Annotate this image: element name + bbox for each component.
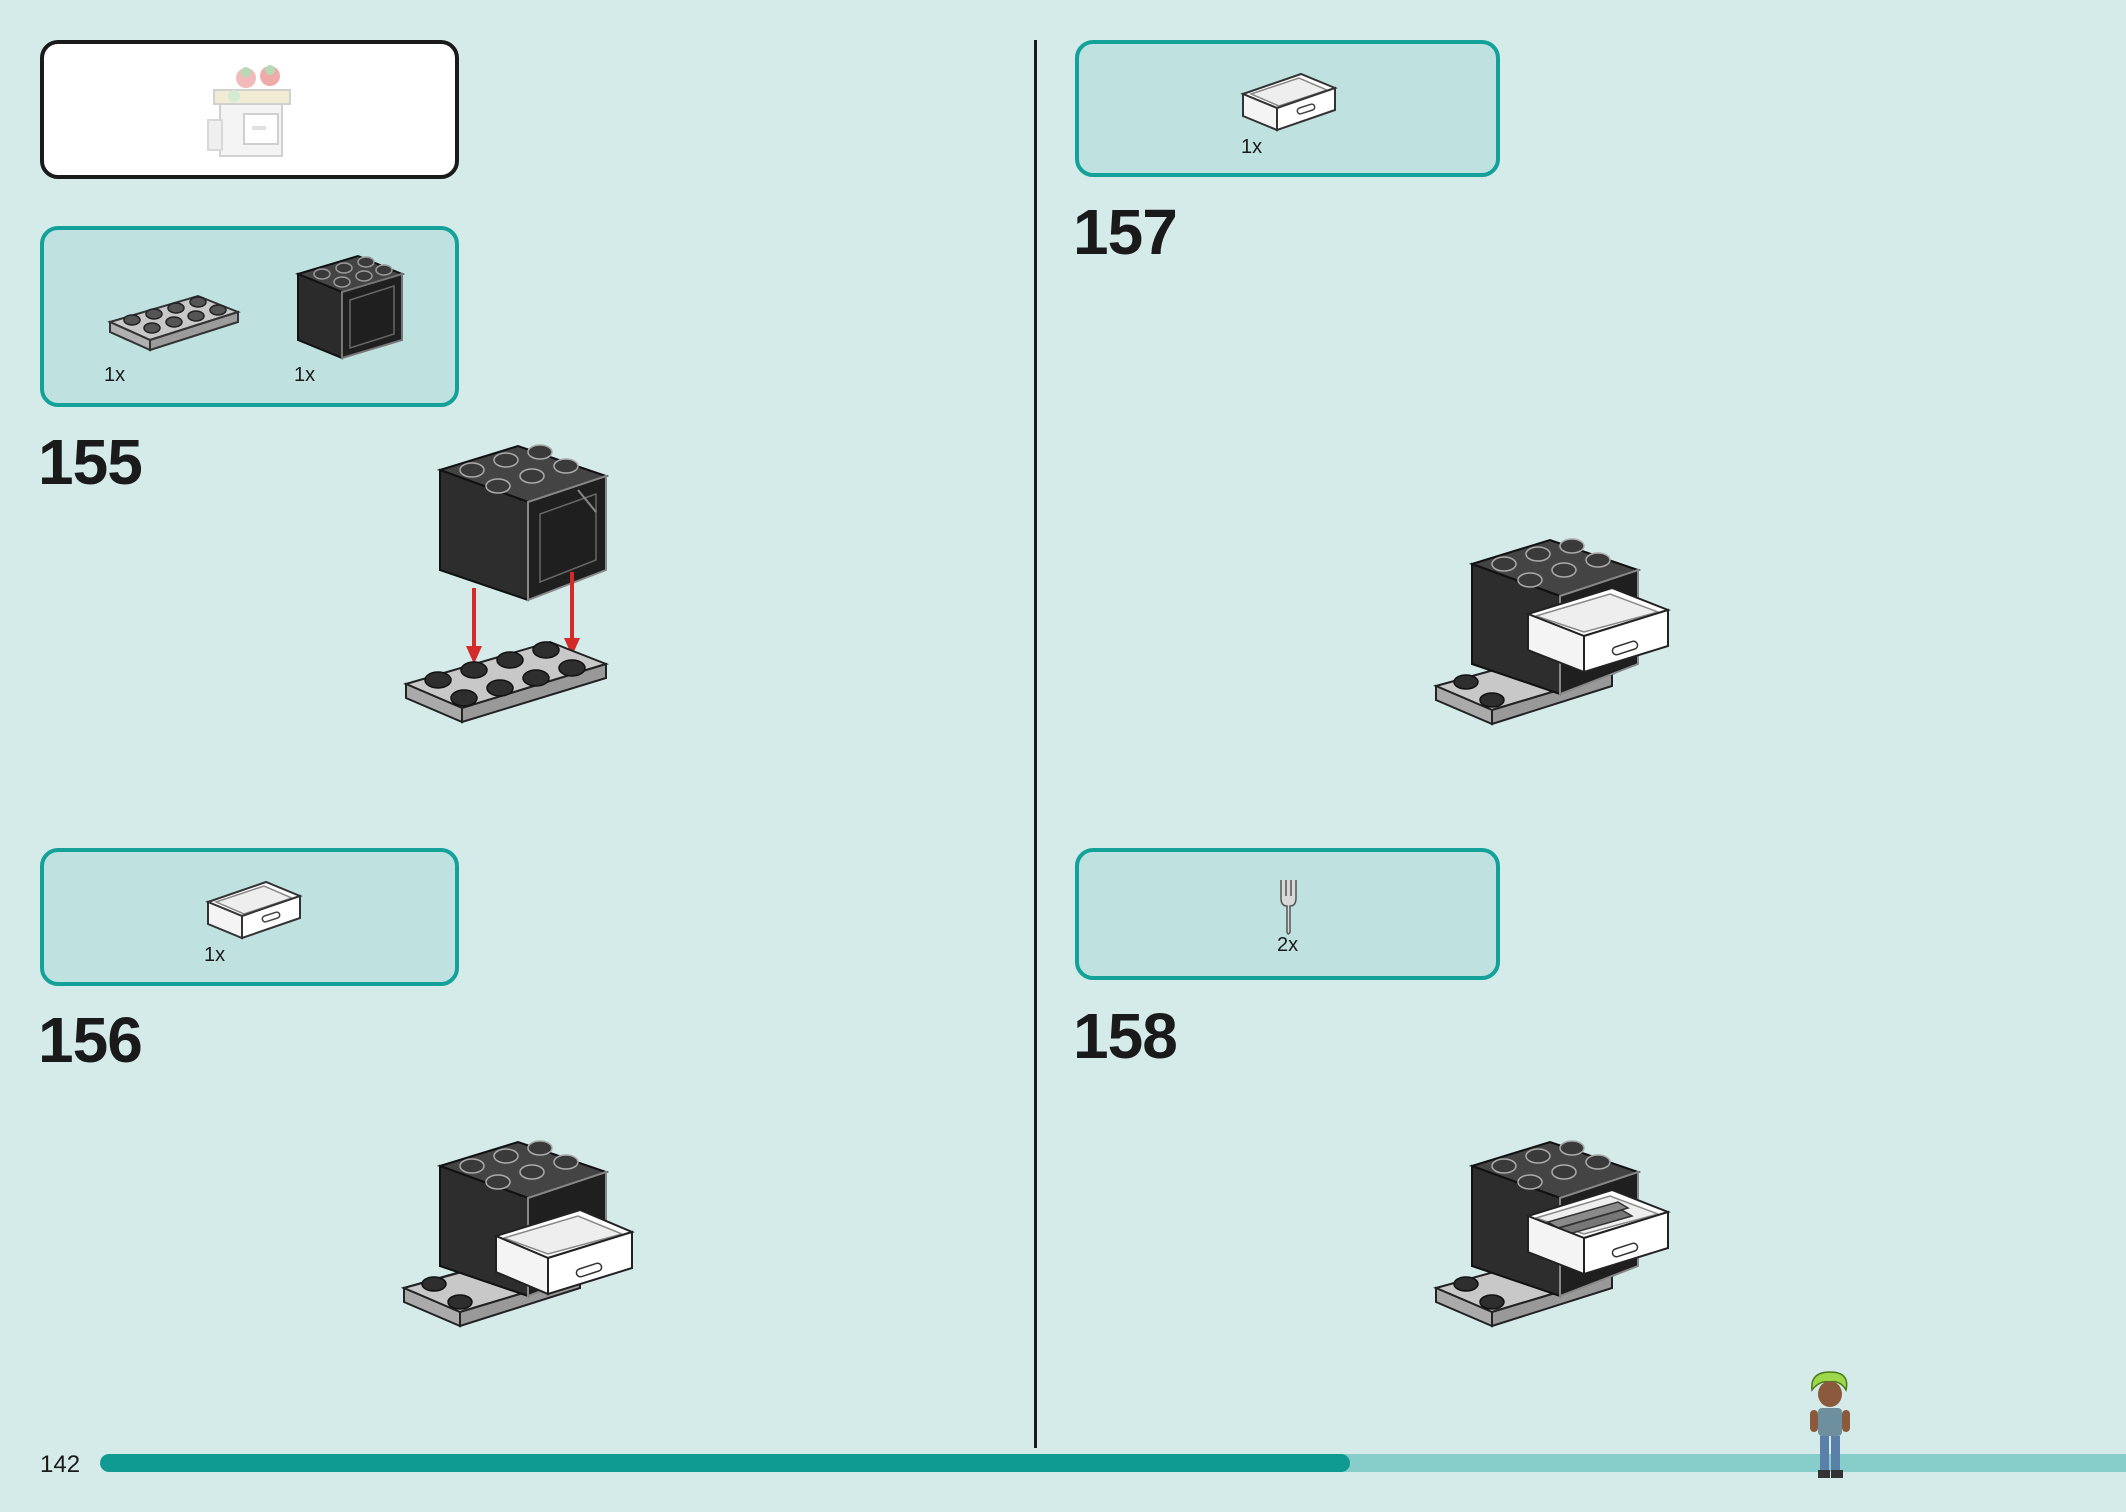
cutlery-icon (1280, 880, 1297, 935)
quantity-label: 2x (1277, 934, 1299, 956)
step-number-158: 158 (1073, 1000, 1178, 1072)
model-preview-box (40, 40, 459, 179)
quantity-label: 1x (104, 364, 126, 386)
step-number-155: 155 (38, 426, 143, 498)
gray-plate-2x4-icon (107, 294, 241, 352)
step-155-assembly-illustration (403, 444, 610, 724)
parts-box-step-158: 2x (1075, 848, 1500, 980)
quantity-label: 1x (1241, 136, 1263, 158)
step-number-157: 157 (1073, 196, 1178, 268)
step-158-assembly-illustration (1432, 1140, 1672, 1328)
black-cupboard-2x3x2-icon (295, 254, 405, 360)
parts-box-step-157: 1x (1075, 40, 1500, 177)
progress-bar (100, 1454, 2126, 1472)
page-divider (1034, 40, 1037, 1448)
quantity-label: 1x (204, 944, 226, 966)
step-number-156: 156 (38, 1004, 143, 1076)
white-drawer-icon (1240, 72, 1338, 132)
step-157-assembly-illustration (1432, 538, 1672, 726)
white-drawer-icon (205, 880, 303, 940)
parts-box-step-155: 1x 1x (40, 226, 459, 407)
completed-kitchen-counter-icon (207, 65, 291, 157)
progress-bar-fill (100, 1454, 1351, 1472)
page-number: 142 (40, 1451, 81, 1478)
step-156-assembly-illustration (400, 1140, 635, 1328)
quantity-label: 1x (294, 364, 316, 386)
parts-box-step-156: 1x (40, 848, 459, 986)
minifigure-mascot-icon (1810, 1371, 1850, 1478)
